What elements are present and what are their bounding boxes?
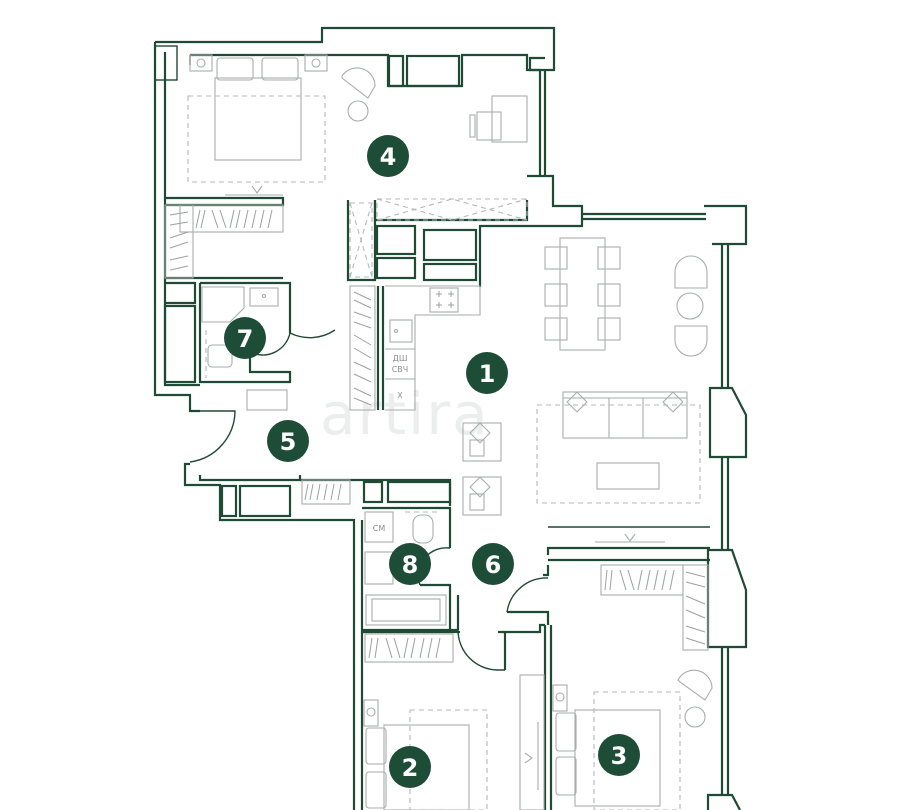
room-number-2: 2 <box>402 754 419 782</box>
room-number-7: 7 <box>237 325 254 353</box>
fridge-label: Х <box>397 391 403 400</box>
microwave-label: СВЧ <box>392 365 409 374</box>
door-bedroom-3 <box>506 577 549 613</box>
dishwasher-label: ДШ <box>393 354 408 363</box>
interior-walls <box>163 196 710 670</box>
room-number-8: 8 <box>402 551 419 579</box>
furniture-bathroom-8: СМ <box>364 511 447 626</box>
washer-label: СМ <box>373 524 386 533</box>
kitchen: ДШ СВЧ Х <box>349 285 481 411</box>
room-badge-8[interactable]: 8 <box>389 543 431 585</box>
room-badge-2[interactable]: 2 <box>389 746 431 788</box>
room-number-3: 3 <box>611 742 628 770</box>
door-bedroom-2 <box>457 629 505 671</box>
furniture-room-4 <box>164 54 528 279</box>
room-number-6: 6 <box>485 551 502 579</box>
furniture-bathroom-7 <box>201 286 288 411</box>
furniture-bedroom-3 <box>552 564 713 810</box>
room-number-5: 5 <box>280 428 297 456</box>
room-badge-1[interactable]: 1 <box>466 352 508 394</box>
exterior-walls <box>153 26 748 810</box>
room-badge-6[interactable]: 6 <box>472 543 514 585</box>
room-badges: 1 2 3 4 5 6 7 8 <box>224 135 640 788</box>
door-room-7-top <box>289 288 336 339</box>
room-badge-3[interactable]: 3 <box>598 734 640 776</box>
door-entrance <box>189 410 236 463</box>
room-badge-7[interactable]: 7 <box>224 317 266 359</box>
hallway-closet <box>301 479 351 505</box>
room-badge-5[interactable]: 5 <box>267 420 309 462</box>
furniture-bedroom-2 <box>363 633 545 810</box>
room-number-4: 4 <box>380 143 397 171</box>
furniture-living-room <box>462 237 708 543</box>
room-badge-4[interactable]: 4 <box>367 135 409 177</box>
room-number-1: 1 <box>479 360 496 388</box>
